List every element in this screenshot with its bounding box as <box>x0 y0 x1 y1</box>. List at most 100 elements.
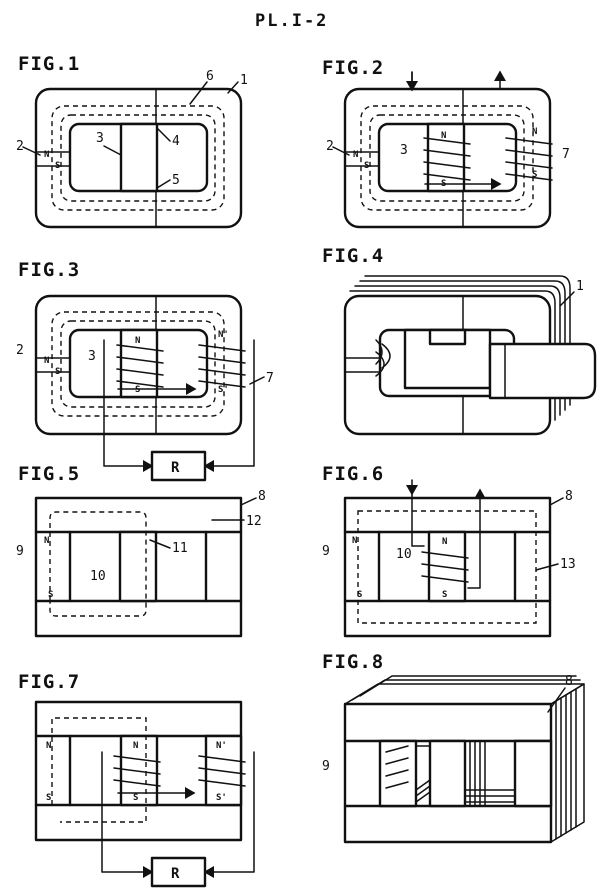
figure-6: FIG.6 N S N S 8 9 10 13 <box>322 463 576 638</box>
figure-1-flux-path-inner <box>60 114 216 202</box>
figure-5-pole-s: S <box>48 590 53 600</box>
figure-6-outer-core <box>343 496 552 638</box>
figure-1-leader-5 <box>156 179 171 189</box>
figure-3-flux-path-inner <box>60 320 216 408</box>
figure-5-pole-n: N <box>44 536 49 546</box>
figure-1-pole-s: S <box>55 161 60 171</box>
figure-5-ref-11: 11 <box>172 541 188 556</box>
figure-7-center-limb <box>119 734 159 807</box>
figure-3-label: FIG.3 <box>18 259 80 281</box>
figure-3-leader-7 <box>249 376 265 385</box>
figure-4: FIG.4 1 <box>322 245 597 436</box>
figure-2-coil-pole-n: N <box>532 127 537 137</box>
figure-2-coil-right <box>505 137 553 181</box>
figure-3-load-label: R <box>171 460 180 476</box>
figure-7: FIG.7 R N S N S N' S' <box>18 671 255 888</box>
figure-2-ref-3: 3 <box>400 143 408 158</box>
figure-8-limb-hatching <box>385 745 409 789</box>
figure-7-coil-right <box>198 755 246 787</box>
figure-5-center-limb <box>118 530 158 603</box>
figure-6-pole-n: N <box>352 536 357 546</box>
figure-1-leader-2 <box>22 146 41 156</box>
figure-5-ref-9: 9 <box>16 544 24 559</box>
figure-5-ref-8: 8 <box>258 489 266 504</box>
figure-1-leader-3 <box>103 145 122 156</box>
figure-6-lead-out <box>467 488 486 589</box>
figure-3-coil-left <box>116 344 164 388</box>
figure-2-flux-path-inner <box>369 114 525 202</box>
figure-7-coil-left <box>113 755 161 787</box>
figure-4-ref-1: 1 <box>576 279 584 294</box>
figure-3-ref-7: 7 <box>266 371 274 386</box>
figure-6-ref-9: 9 <box>322 544 330 559</box>
figure-5-outer-core <box>34 496 243 638</box>
figure-6-label: FIG.6 <box>322 463 384 485</box>
figure-5-leader-8 <box>240 497 257 506</box>
plate-title: PL.I-2 <box>255 11 328 31</box>
figure-4-lamination-4 <box>349 290 556 421</box>
figure-7-right-pole-s: S' <box>216 793 227 803</box>
figure-4-armature-arm <box>488 342 597 400</box>
figure-7-limb-pole-n: N <box>133 741 138 751</box>
figure-4-lamination-1 <box>364 275 571 406</box>
figure-2-label: FIG.2 <box>322 57 384 79</box>
figure-8-label: FIG.8 <box>322 651 384 673</box>
figure-3-outer-core <box>34 294 243 436</box>
figure-8-side-face <box>550 683 585 843</box>
figure-7-load-resistor <box>150 856 207 888</box>
figure-7-pole-n: N <box>46 741 51 751</box>
figure-7-label: FIG.7 <box>18 671 80 693</box>
figure-5-ref-12: 12 <box>246 514 262 529</box>
figure-7-circuit-left <box>101 751 154 878</box>
figure-2-ref-7: 7 <box>562 147 570 162</box>
figure-8-right-limb <box>513 739 553 808</box>
figure-2-armature-pole-s: S <box>441 179 446 189</box>
figure-3-ref-3: 3 <box>88 349 96 364</box>
figure-3-coil-pole-s: S' <box>218 385 229 395</box>
figure-6-leader-13 <box>535 563 559 571</box>
figure-3-armature-pole-s: S <box>135 385 140 395</box>
figure-7-load-label: R <box>171 866 180 882</box>
figure-2-armature-pole-n: N <box>441 131 446 141</box>
figure-1: FIG.1 N S 1 2 3 4 5 6 <box>16 53 248 229</box>
figure-8-window-laminations <box>415 740 516 807</box>
figure-1-label: FIG.1 <box>18 53 80 75</box>
figure-8-center-limb <box>428 739 467 808</box>
figure-1-leader-6 <box>189 81 208 105</box>
figure-5-leader-11 <box>149 539 171 549</box>
figure-8-ref-9: 9 <box>322 759 330 774</box>
figure-3-armature-pole-n: N <box>135 336 140 346</box>
figure-1-ref-1: 1 <box>240 73 248 88</box>
figure-6-lead-in <box>411 486 425 547</box>
figure-8-side-laminations <box>555 688 577 840</box>
figure-2-coil-pole-s: S <box>532 170 537 180</box>
figure-1-ref-2: 2 <box>16 139 24 154</box>
figure-2-outer-core <box>343 87 552 229</box>
figure-2-armature <box>426 122 466 193</box>
figure-3: FIG.3 R N S N S N' S' 2 3 7 <box>16 259 274 482</box>
figure-7-right-pole-n: N' <box>216 741 227 751</box>
figure-1-outer-core <box>34 87 243 229</box>
figure-3-ref-2: 2 <box>16 343 24 358</box>
figure-8-ref-8: 8 <box>565 674 573 689</box>
figure-1-leader-4 <box>156 127 171 142</box>
figure-3-circuit-left <box>103 339 154 472</box>
figure-6-flux-path <box>357 510 537 624</box>
figure-4-leader-1 <box>559 291 575 307</box>
figure-3-coil-pole-n: N' <box>218 330 229 340</box>
figure-2-flux-path-outer <box>360 105 534 211</box>
figure-2-pole-n: N <box>353 150 358 160</box>
figure-7-pole-s: S <box>46 793 51 803</box>
figure-4-armature-top <box>428 328 467 346</box>
figure-2-pole-s: S <box>364 161 369 171</box>
figure-5-label: FIG.5 <box>18 463 80 485</box>
figure-1-ref-6: 6 <box>206 69 214 84</box>
figure-1-pole-n: N <box>44 150 49 160</box>
figure-8-lamination-top-1 <box>351 679 581 701</box>
figure-5-ref-10: 10 <box>90 569 106 584</box>
figure-8: FIG.8 8 9 <box>322 651 585 844</box>
figure-4-lamination-3 <box>354 285 561 416</box>
figure-4-lamination-2 <box>359 280 566 411</box>
figure-6-pole-s: S <box>357 590 362 600</box>
